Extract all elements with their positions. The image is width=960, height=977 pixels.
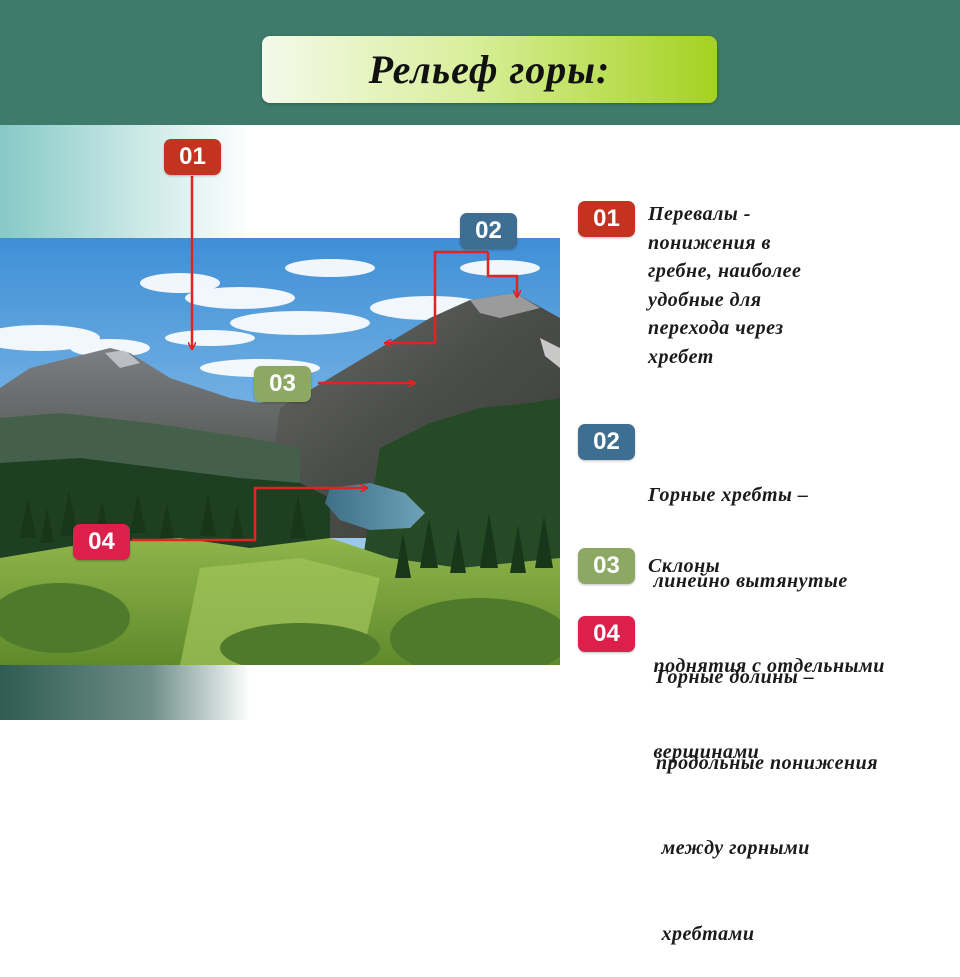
legend-01-line: понижения в <box>648 231 771 254</box>
legend-text-01: Перевалы - понижения в гребне, наиболее … <box>648 200 801 371</box>
legend-04-line: продольные понижения <box>656 751 879 774</box>
legend-badge-03: 03 <box>578 548 635 584</box>
legend-04-line: хребтами <box>656 922 755 945</box>
photo-badge-03: 03 <box>254 366 311 402</box>
legend-text-03: Склоны <box>648 552 720 581</box>
photo-badge-02: 02 <box>460 213 517 249</box>
legend-01-line: гребне, наиболее <box>648 260 802 282</box>
legend-badge-04: 04 <box>578 616 635 652</box>
legend-01-line: перехода через <box>648 317 784 339</box>
legend-02-line: Горные хребты – <box>648 484 809 506</box>
legend-badge-01: 01 <box>578 201 635 237</box>
legend-01-line: хребет <box>648 345 714 368</box>
legend-01-line: Перевалы - <box>648 203 751 225</box>
legend-01-line: удобные для <box>648 288 762 311</box>
legend-04-line: Горные долины – <box>656 666 815 688</box>
legend-04-line: между горными <box>656 837 810 859</box>
mountain-landscape-image <box>0 238 560 665</box>
legend-03-line: Склоны <box>648 555 721 577</box>
page-title: Рельеф горы: <box>368 47 611 92</box>
legend-badge-02: 02 <box>578 424 635 460</box>
legend-02-line: линейно вытянутые <box>648 569 848 592</box>
photo-badge-04: 04 <box>73 524 130 560</box>
legend-text-04: Горные долины – продольные понижения меж… <box>656 606 878 977</box>
decorative-footer-bar <box>0 665 250 720</box>
title-box: Рельеф горы: <box>262 36 717 103</box>
photo-badge-01: 01 <box>164 139 221 175</box>
legend-02-line: поднятия с отдельными <box>648 655 885 677</box>
